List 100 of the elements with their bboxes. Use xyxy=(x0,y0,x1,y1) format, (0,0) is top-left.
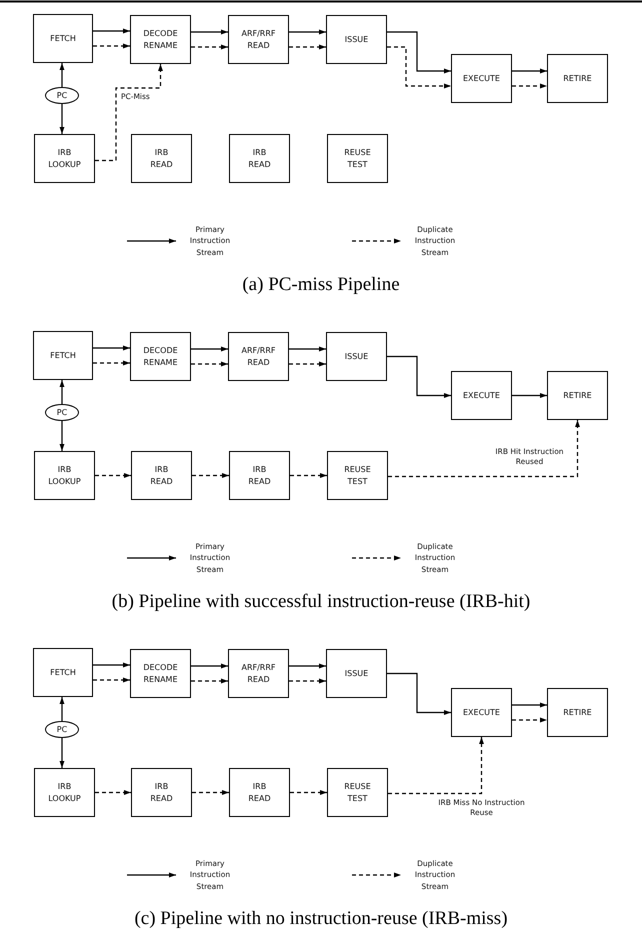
stage-box xyxy=(130,15,191,64)
stage-box xyxy=(451,54,512,103)
stage-box xyxy=(34,768,95,817)
arrow xyxy=(191,664,228,668)
arrow xyxy=(60,380,64,404)
arrow xyxy=(60,63,64,87)
arrow xyxy=(289,678,326,684)
stage-box xyxy=(228,649,289,698)
node-label: FETCH xyxy=(50,666,76,678)
figure-caption: (a) PC-miss Pipeline xyxy=(242,274,400,295)
node-label: RETIRE xyxy=(563,706,592,718)
stage-box xyxy=(229,768,290,817)
arrow xyxy=(191,678,228,684)
stage-box xyxy=(229,451,290,500)
arrow xyxy=(191,44,228,50)
node-label: FETCH xyxy=(50,350,76,362)
arrow xyxy=(387,672,451,715)
stage-box xyxy=(547,54,608,103)
arrow xyxy=(512,68,547,74)
arrow xyxy=(289,362,326,366)
node-label: IRB READ xyxy=(150,146,173,170)
arrow xyxy=(289,664,326,668)
node-label: PC xyxy=(56,90,68,102)
node-label: RETIRE xyxy=(563,72,592,84)
arrow xyxy=(289,346,326,352)
ellipse-node xyxy=(45,404,79,421)
arrow xyxy=(512,702,547,708)
arrow xyxy=(512,84,547,88)
node-label: EXECUTE xyxy=(463,390,500,402)
node-label: ARF/RRF READ xyxy=(241,662,276,686)
stage-box xyxy=(131,768,192,817)
node-label: PC xyxy=(56,406,68,418)
ellipse-node xyxy=(45,87,79,104)
stage-box xyxy=(229,134,290,183)
node-label: PC xyxy=(56,724,68,736)
arrow xyxy=(512,718,547,722)
figure-caption: (c) Pipeline with no instruction-reuse (IRB-miss) xyxy=(134,908,508,929)
arrow xyxy=(93,346,130,350)
stage-box xyxy=(327,768,388,817)
node-label: DECODE RENAME xyxy=(143,28,178,52)
arrow xyxy=(93,44,130,48)
arrow xyxy=(95,790,131,795)
node-label: IRB READ xyxy=(150,464,173,488)
stage-box xyxy=(326,332,387,381)
node-label: RETIRE xyxy=(563,390,592,402)
node-label: DECODE RENAME xyxy=(143,662,178,686)
arrow xyxy=(93,678,130,682)
stage-box xyxy=(547,371,608,420)
arrow xyxy=(95,473,131,478)
node-label: REUSE TEST xyxy=(344,146,371,170)
stage-box xyxy=(228,332,289,381)
arrow xyxy=(95,64,163,162)
node-label: IRB LOOKUP xyxy=(48,780,81,804)
arrow xyxy=(93,662,130,668)
stage-box xyxy=(326,15,387,64)
stage-box xyxy=(451,371,512,420)
arrow xyxy=(388,737,484,794)
arrow xyxy=(387,356,451,398)
node-label: ISSUE xyxy=(344,350,368,362)
node-label: ARF/RRF READ xyxy=(241,28,276,52)
node-label: REUSE TEST xyxy=(344,780,371,804)
arrow xyxy=(387,31,451,74)
node-label: IRB READ xyxy=(248,780,271,804)
node-label: ARF/RRF READ xyxy=(241,344,276,368)
node-label: REUSE TEST xyxy=(344,464,371,488)
arrow xyxy=(512,393,547,398)
arrow xyxy=(93,28,130,34)
arrow xyxy=(290,790,327,795)
figure-caption: (b) Pipeline with successful instruction-reuse (IRB-hit) xyxy=(112,591,530,612)
node-label: DECODE RENAME xyxy=(143,344,178,368)
arrow xyxy=(388,420,580,478)
arrow xyxy=(289,30,326,34)
arrow xyxy=(60,697,64,721)
stage-box xyxy=(547,688,608,737)
node-label: IRB READ xyxy=(150,780,173,804)
stage-box xyxy=(33,14,93,63)
stage-box xyxy=(131,134,192,183)
stage-box xyxy=(327,134,388,183)
node-label: IRB READ xyxy=(248,146,271,170)
stage-box xyxy=(130,332,191,381)
arrow xyxy=(290,473,327,478)
node-label: EXECUTE xyxy=(463,72,500,84)
arrow xyxy=(191,346,228,352)
node-label: IRB READ xyxy=(248,464,271,488)
node-label: EXECUTE xyxy=(463,706,500,718)
stage-box xyxy=(34,451,95,500)
stage-box xyxy=(33,648,93,697)
stage-box xyxy=(327,451,388,500)
node-label: ISSUE xyxy=(344,668,368,680)
arrow xyxy=(289,44,326,50)
arrow xyxy=(60,421,64,451)
arrow xyxy=(60,104,64,134)
node-label: ISSUE xyxy=(344,34,368,46)
arrow xyxy=(60,738,64,768)
ellipse-node xyxy=(45,721,79,738)
stage-box xyxy=(451,688,512,737)
stage-box xyxy=(228,15,289,64)
node-label: IRB LOOKUP xyxy=(48,146,81,170)
arrow xyxy=(387,46,451,88)
stage-box xyxy=(130,649,191,698)
